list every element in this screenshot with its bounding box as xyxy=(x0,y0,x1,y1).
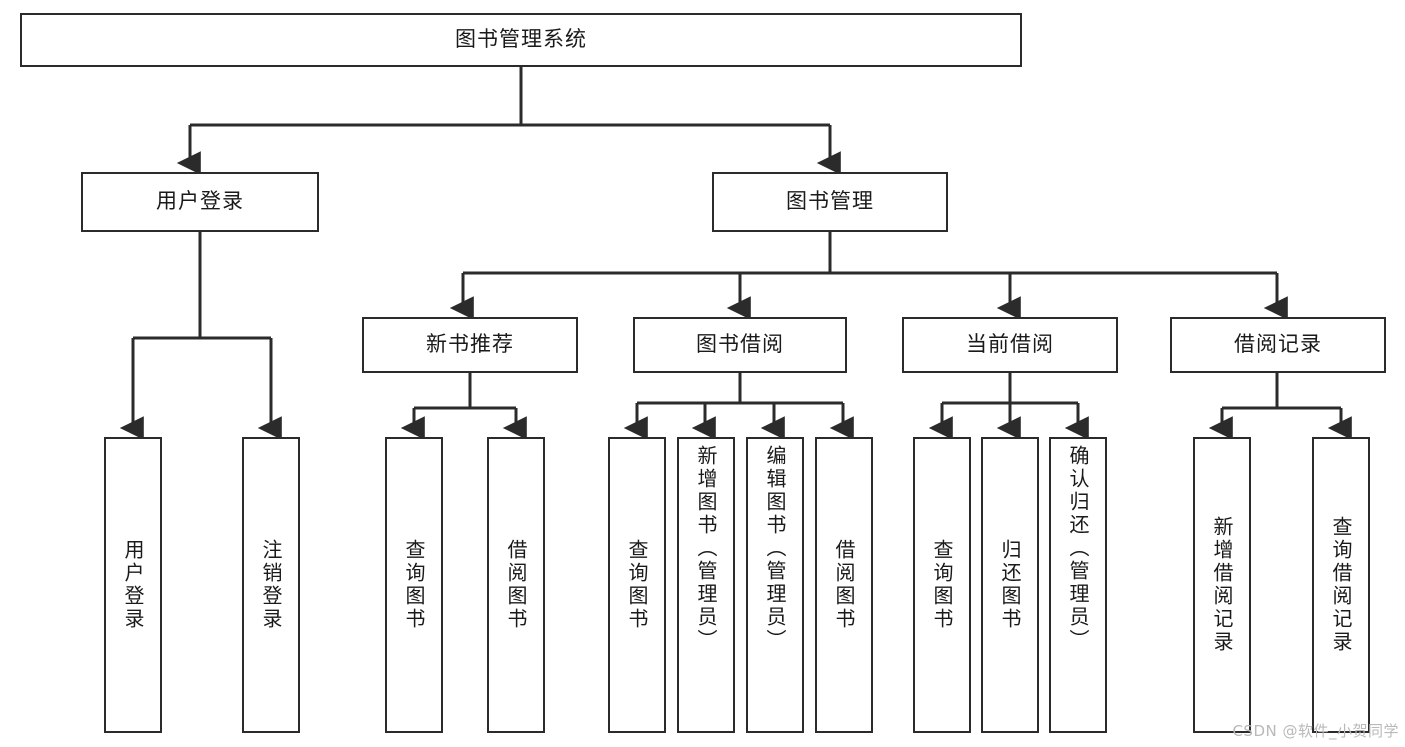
node-book-manage[interactable]: 图书管理 xyxy=(712,172,948,232)
node-root-label: 图书管理系统 xyxy=(455,27,587,52)
node-new-book-recommend-label: 新书推荐 xyxy=(426,332,514,357)
node-leaf-borrow-book-b-label: 借阅图书 xyxy=(832,539,856,631)
node-leaf-query-book-b-label: 查询图书 xyxy=(625,539,649,631)
node-leaf-query-book-a-label: 查询图书 xyxy=(402,539,426,631)
node-book-borrow[interactable]: 图书借阅 xyxy=(633,317,847,373)
node-leaf-query-book-c-label: 查询图书 xyxy=(930,539,954,631)
node-leaf-edit-book-admin[interactable]: 编辑图书（管理员） xyxy=(746,437,804,733)
node-current-borrow[interactable]: 当前借阅 xyxy=(902,317,1118,373)
node-leaf-logout[interactable]: 注销登录 xyxy=(242,437,300,733)
node-book-manage-label: 图书管理 xyxy=(786,189,874,214)
node-leaf-query-record[interactable]: 查询借阅记录 xyxy=(1312,437,1370,733)
node-borrow-record[interactable]: 借阅记录 xyxy=(1170,317,1386,373)
node-borrow-record-label: 借阅记录 xyxy=(1234,332,1322,357)
node-leaf-edit-book-admin-label: 编辑图书（管理员） xyxy=(763,445,787,652)
node-leaf-borrow-book-a-label: 借阅图书 xyxy=(504,539,528,631)
node-leaf-borrow-book-a[interactable]: 借阅图书 xyxy=(487,437,545,733)
node-user-login[interactable]: 用户登录 xyxy=(81,172,319,232)
node-leaf-add-book-admin[interactable]: 新增图书（管理员） xyxy=(677,437,735,733)
node-leaf-query-book-a[interactable]: 查询图书 xyxy=(385,437,443,733)
node-current-borrow-label: 当前借阅 xyxy=(966,332,1054,357)
node-new-book-recommend[interactable]: 新书推荐 xyxy=(362,317,578,373)
node-leaf-user-login-label: 用户登录 xyxy=(121,539,145,631)
node-leaf-confirm-return-admin-label: 确认归还（管理员） xyxy=(1066,445,1090,652)
node-root[interactable]: 图书管理系统 xyxy=(20,13,1022,67)
node-leaf-add-record[interactable]: 新增借阅记录 xyxy=(1193,437,1251,733)
node-user-login-label: 用户登录 xyxy=(156,189,244,214)
node-leaf-confirm-return-admin[interactable]: 确认归还（管理员） xyxy=(1049,437,1107,733)
node-leaf-borrow-book-b[interactable]: 借阅图书 xyxy=(815,437,873,733)
node-leaf-add-record-label: 新增借阅记录 xyxy=(1210,516,1234,654)
node-leaf-logout-label: 注销登录 xyxy=(259,539,283,631)
node-leaf-user-login[interactable]: 用户登录 xyxy=(104,437,162,733)
node-leaf-query-record-label: 查询借阅记录 xyxy=(1329,516,1353,654)
node-leaf-return-book[interactable]: 归还图书 xyxy=(981,437,1039,733)
watermark-text: CSDN @软件_小贺同学 xyxy=(1232,722,1399,740)
node-leaf-add-book-admin-label: 新增图书（管理员） xyxy=(694,445,718,652)
node-leaf-query-book-c[interactable]: 查询图书 xyxy=(913,437,971,733)
node-leaf-query-book-b[interactable]: 查询图书 xyxy=(608,437,666,733)
node-book-borrow-label: 图书借阅 xyxy=(696,332,784,357)
node-leaf-return-book-label: 归还图书 xyxy=(998,539,1022,631)
